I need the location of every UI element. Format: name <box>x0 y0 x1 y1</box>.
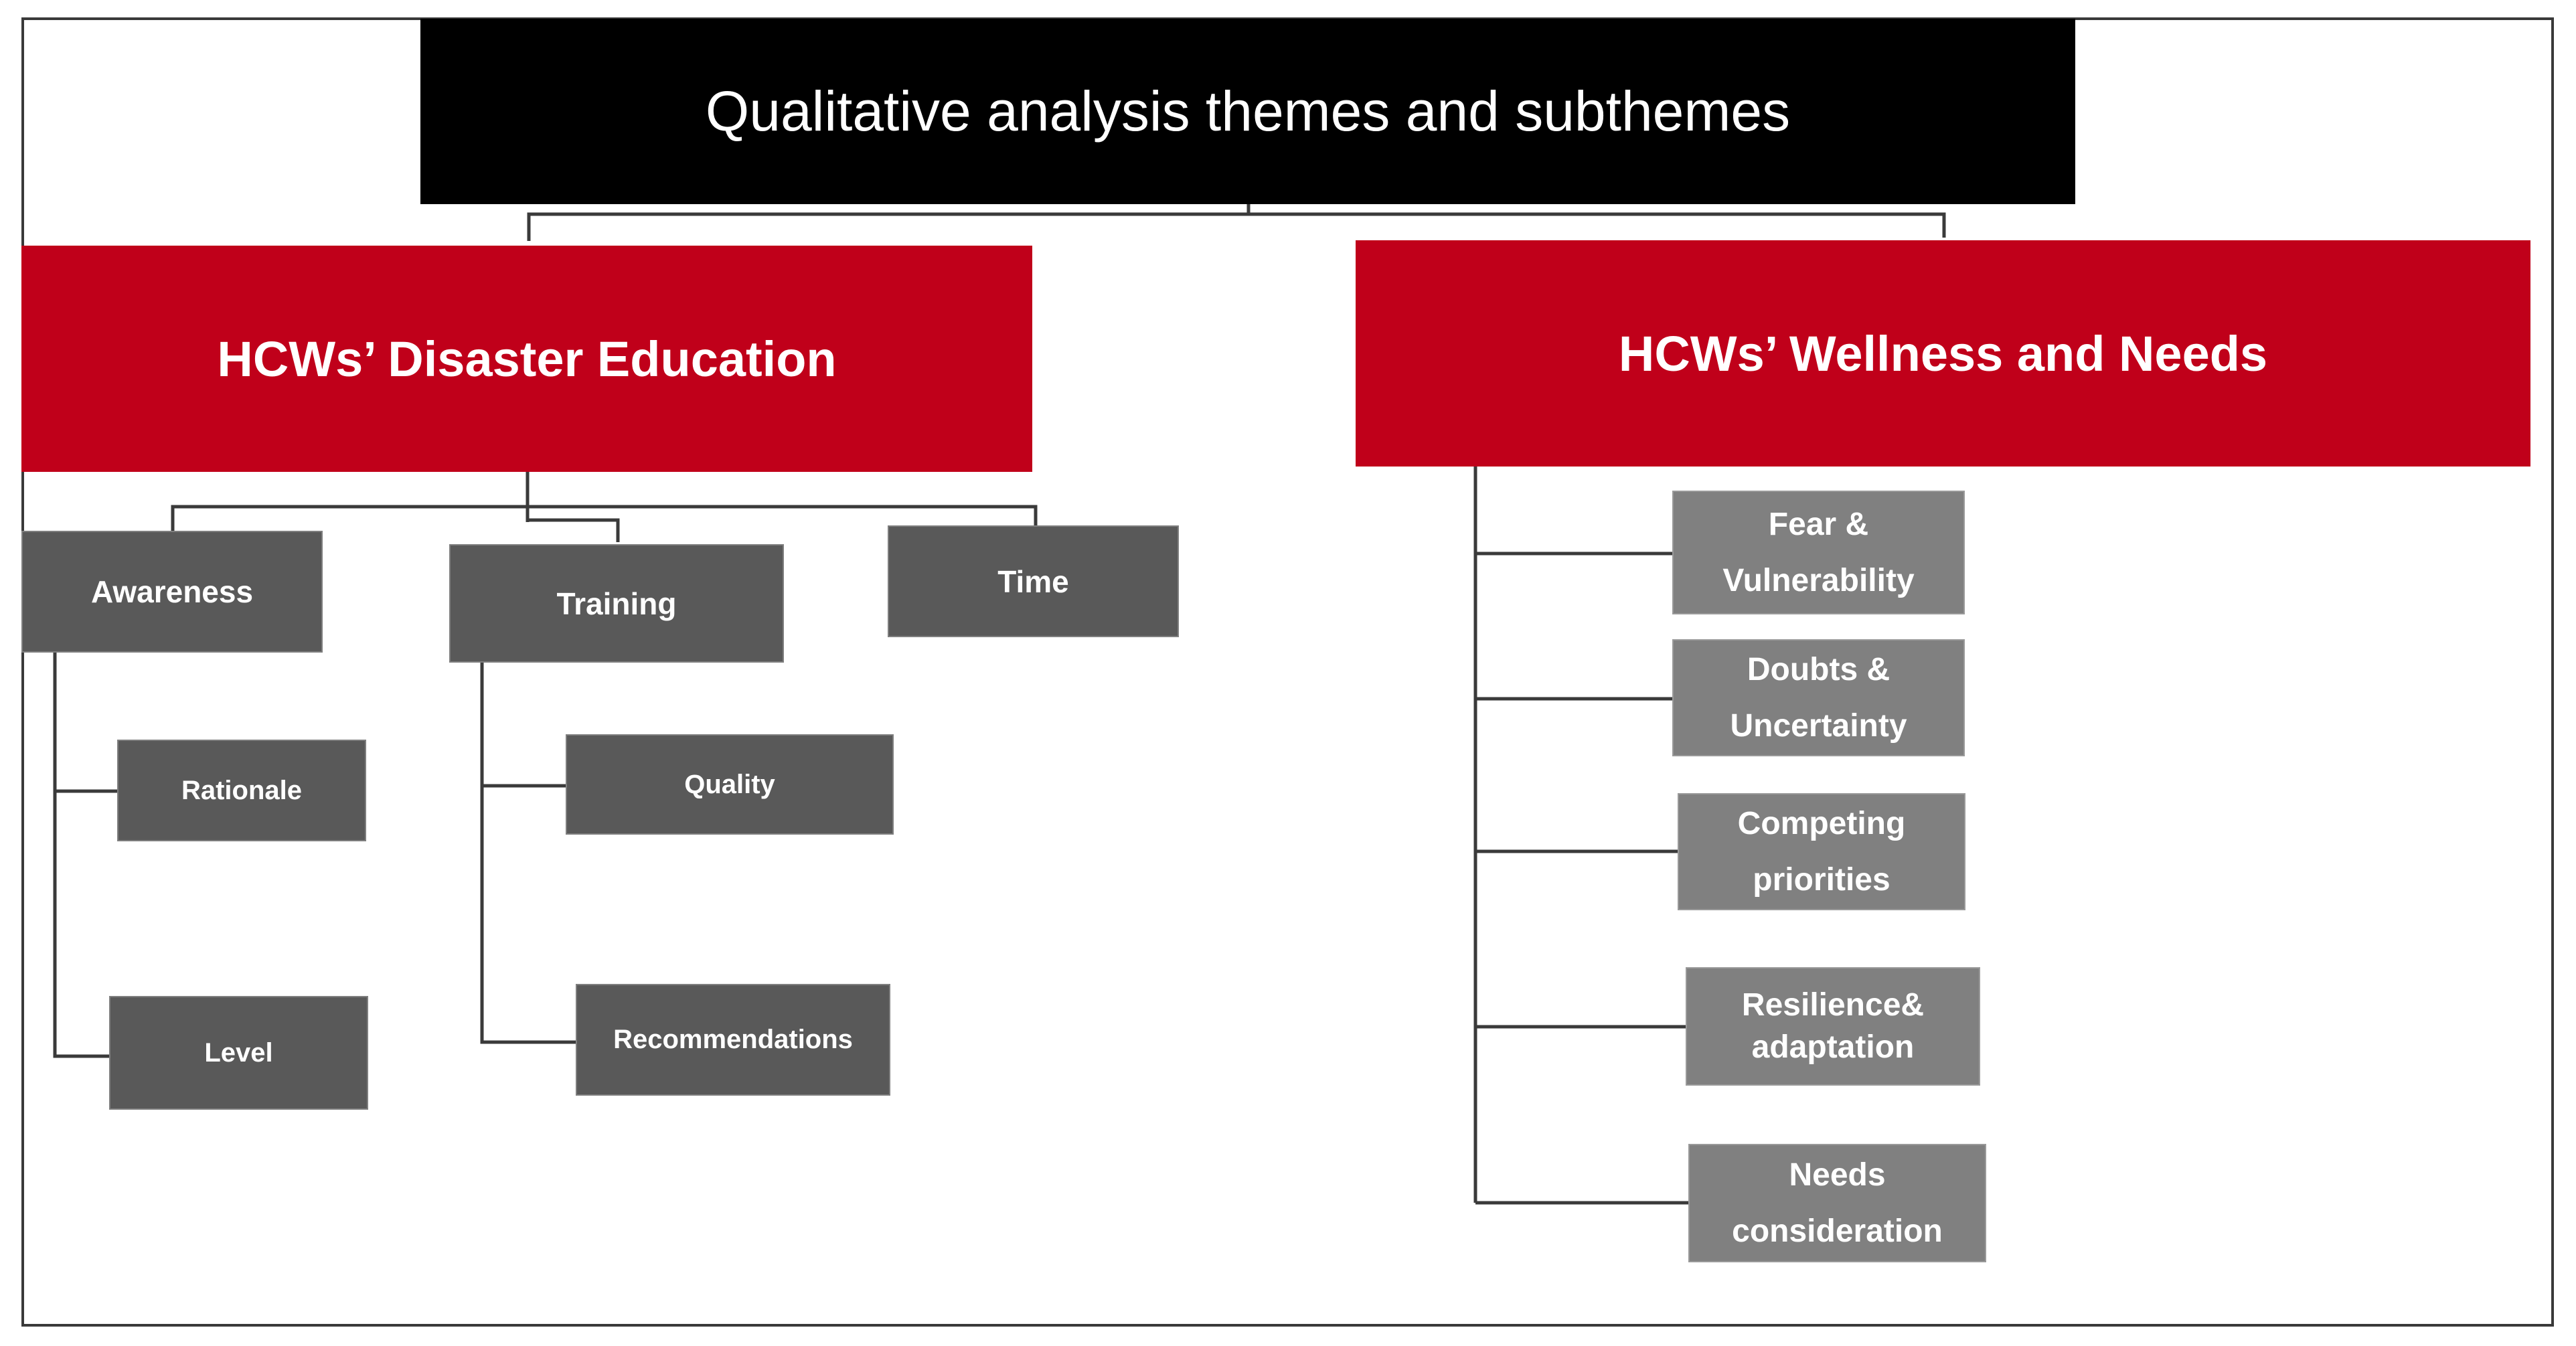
subtheme-needs-consideration-label: Needs consideration <box>1732 1157 1943 1249</box>
subtheme-awareness: Awareness <box>21 531 323 653</box>
subtheme-fear-vulnerability: Fear & Vulnerability <box>1672 491 1965 614</box>
subtheme-rationale-label: Rationale <box>181 775 303 805</box>
subtheme-level: Level <box>109 996 368 1110</box>
subtheme-level-label: Level <box>204 1037 273 1068</box>
subtheme-recommendations-label: Recommendations <box>613 1025 853 1054</box>
subtheme-training: Training <box>449 544 784 663</box>
subtheme-needs-consideration: Needs consideration <box>1688 1144 1986 1262</box>
diagram-title-text: Qualitative analysis themes and subtheme… <box>705 80 1791 143</box>
theme-wellness-needs: HCWs’ Wellness and Needs <box>1356 240 2530 467</box>
subtheme-doubts-uncertainty: Doubts & Uncertainty <box>1672 639 1965 756</box>
subtheme-quality-label: Quality <box>684 769 775 799</box>
subtheme-doubts-uncertainty-label: Doubts & Uncertainty <box>1730 651 1907 744</box>
subtheme-resilience-adaptation-label: Resilience& adaptation <box>1741 987 1925 1065</box>
theme-disaster-education: HCWs’ Disaster Education <box>21 246 1032 472</box>
theme-wellness-needs-label: HCWs’ Wellness and Needs <box>1618 325 2268 382</box>
subtheme-resilience-adaptation: Resilience& adaptation <box>1686 967 1980 1086</box>
subtheme-time-label: Time <box>997 564 1069 599</box>
diagram-title: Qualitative analysis themes and subtheme… <box>420 19 2075 204</box>
subtheme-awareness-label: Awareness <box>90 574 254 609</box>
connector-training-children <box>480 663 576 1044</box>
subtheme-competing-priorities-label: Competing priorities <box>1737 805 1906 898</box>
subtheme-time: Time <box>888 525 1179 637</box>
connector-awareness-children <box>53 653 109 1058</box>
subtheme-competing-priorities: Competing priorities <box>1678 793 1965 910</box>
subtheme-training-label: Training <box>556 586 677 621</box>
subtheme-fear-vulnerability-label: Fear & Vulnerability <box>1722 506 1915 598</box>
subtheme-recommendations: Recommendations <box>576 984 890 1096</box>
connector-training <box>528 518 620 542</box>
connector-education-bus <box>171 505 1038 532</box>
subtheme-quality: Quality <box>566 734 894 835</box>
theme-disaster-education-label: HCWs’ Disaster Education <box>217 331 837 387</box>
subtheme-rationale: Rationale <box>117 740 366 841</box>
connector-title-to-themes <box>527 212 1946 241</box>
